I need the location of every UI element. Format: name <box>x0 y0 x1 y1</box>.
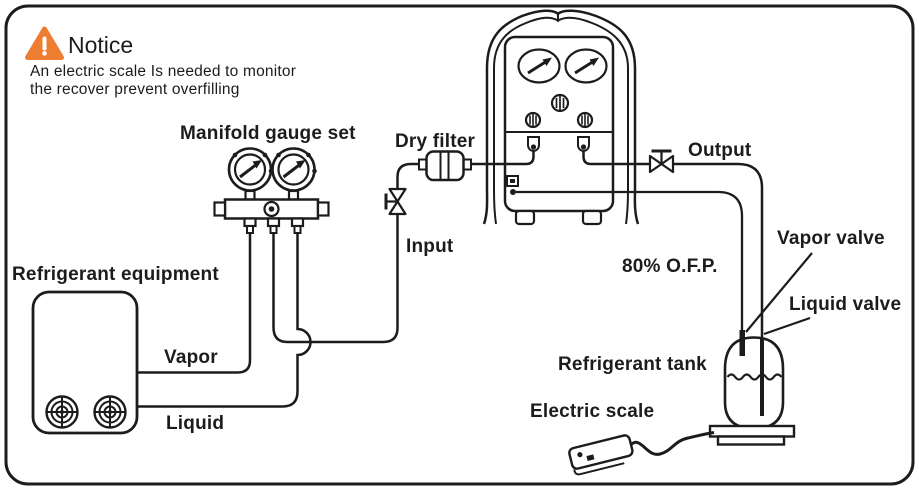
label-refrigerant-tank: Refrigerant tank <box>558 354 707 375</box>
label-vapor-valve: Vapor valve <box>777 228 885 249</box>
label-input: Input <box>406 236 454 257</box>
manifold-gauge-set <box>213 147 330 234</box>
machine-foot-right <box>581 209 603 226</box>
vapor-hose <box>137 233 252 374</box>
input-valve <box>384 187 407 216</box>
label-dry-filter: Dry filter <box>395 131 476 152</box>
service-port-icon-right <box>93 395 127 429</box>
label-vapor: Vapor <box>164 347 218 368</box>
inlet-pipe <box>470 152 535 166</box>
notice-title: Notice <box>68 32 133 58</box>
machine-knob-right <box>576 111 594 129</box>
outlet-pipe <box>582 152 650 166</box>
ofp-line <box>516 190 744 331</box>
label-liquid: Liquid <box>166 413 224 434</box>
machine-knob-left <box>524 111 542 129</box>
label-output: Output <box>688 140 752 161</box>
liquid-hose <box>137 233 312 408</box>
service-port-icon-left <box>45 395 79 429</box>
dry-filter <box>418 150 472 182</box>
machine-foot-left <box>514 209 536 226</box>
machine-gauge-right <box>564 48 608 84</box>
manifold-gauge-left <box>227 147 274 192</box>
notice-line-2: the recover prevent overfilling <box>30 81 240 98</box>
warning-icon <box>25 26 64 60</box>
machine-knob-center <box>550 93 570 113</box>
notice-line-1: An electric scale Is needed to monitor <box>30 63 296 80</box>
filter-inlet-pipe <box>396 162 419 189</box>
manifold-cap-right <box>316 201 330 217</box>
refrigerant-equipment-box <box>31 290 139 435</box>
vapor-valve-leader <box>745 252 813 333</box>
electric-scale-platform <box>708 424 796 446</box>
machine-port-right <box>577 136 590 152</box>
electric-scale-remote <box>568 434 634 476</box>
liquid-level-wave <box>726 373 783 381</box>
refrigerant-tank <box>723 330 785 430</box>
liquid-valve-leader <box>763 316 811 336</box>
output-line <box>673 162 764 338</box>
label-ofp: 80% O.F.P. <box>622 256 718 277</box>
manifold-cap-left <box>213 201 227 217</box>
service-hose <box>272 214 399 344</box>
label-electric-scale: Electric scale <box>530 401 654 422</box>
tank-vapor-valve <box>739 330 745 356</box>
scale-cable <box>627 431 715 456</box>
machine-port-left <box>527 136 540 152</box>
ofp-terminal <box>510 189 516 195</box>
hoses <box>137 162 419 408</box>
machine-gauge-left <box>517 48 561 84</box>
manifold-gauge-right <box>271 147 317 192</box>
label-refrigerant-equipment: Refrigerant equipment <box>12 264 219 285</box>
manifold-ports <box>243 217 305 234</box>
diagram-frame <box>4 4 915 486</box>
notice-block: Notice An electric scale Is needed to mo… <box>25 26 296 98</box>
output-valve <box>648 149 675 174</box>
label-liquid-valve: Liquid valve <box>789 294 901 315</box>
label-manifold-gauge-set: Manifold gauge set <box>180 123 356 144</box>
recovery-machine <box>470 9 650 226</box>
